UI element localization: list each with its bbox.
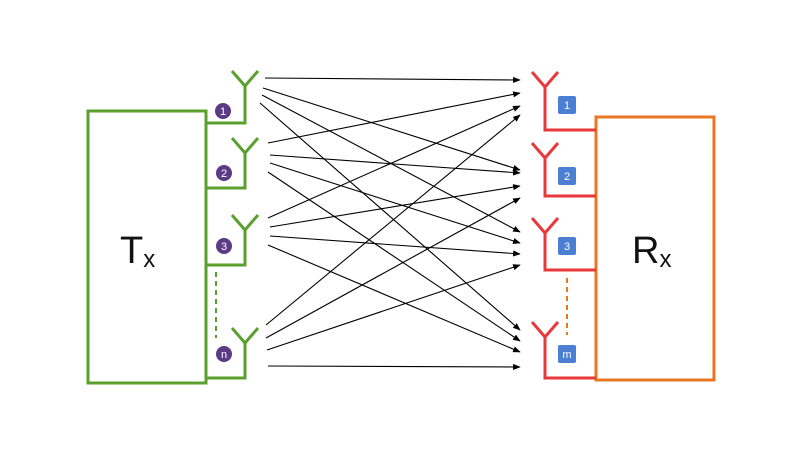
tx-label: Tx [120,230,155,273]
path-tn-r3 [266,264,521,351]
rx-label: Rx [632,230,671,273]
tx-antenna-3: 3 [206,214,260,267]
receiver: Rx [594,115,716,382]
tx-antennas: 1 2 3 n [206,70,260,380]
rx-antenna-3-icon [530,217,596,272]
path-tn-r2 [265,197,521,339]
rx-antenna-m: m [530,321,596,380]
tx-badge-2 [216,165,232,181]
path-tn-r1 [265,114,521,326]
tx-antenna-1: 1 [206,70,260,125]
tx-badge-3-label: 3 [221,241,227,253]
tx-badge-2-label: 2 [221,168,227,180]
path-t3-r1 [267,105,521,219]
path-t1-r1 [264,76,521,84]
tx-badge-1-label: 1 [220,106,226,118]
rx-badge-3 [558,237,576,255]
rx-antenna-m-icon [530,321,596,380]
path-t1-r2 [262,87,521,171]
rx-badge-1 [558,96,576,114]
rx-antenna-2-icon [530,142,596,198]
path-t3-r2 [269,184,521,228]
rx-badge-2-label: 2 [564,171,570,183]
rx-antenna-1-icon [530,71,596,132]
rx-badge-m-label: m [562,349,571,361]
tx-antenna-2: 2 [206,137,260,190]
rx-badge-3-label: 3 [564,241,570,253]
rx-antenna-2: 2 [530,142,596,198]
rx-badge-1-label: 1 [564,100,570,112]
tx-antenna-n: n [206,327,260,380]
rx-antennas: 1 2 3 m [530,71,596,380]
channel-paths [259,76,521,371]
path-t2-r2 [269,154,521,176]
rx-badge-m [558,345,576,363]
tx-antenna-1-icon [206,70,260,125]
tx-antenna-n-icon [206,327,260,380]
path-t2-r3 [269,162,521,244]
rx-badge-2 [558,167,576,185]
rx-antenna-1: 1 [530,71,596,132]
path-t2-r1 [267,91,521,144]
tx-badge-n-label: n [221,349,227,361]
path-t3-r3 [269,235,521,257]
tx-badge-1 [215,103,231,119]
path-tn-rm [267,363,521,371]
transmitter: Tx [86,109,208,385]
tx-antenna-3-icon [206,214,260,267]
path-t1-rm [259,102,521,331]
rx-box [594,115,716,382]
tx-antenna-2-icon [206,137,260,190]
rx-antenna-3: 3 [530,217,596,272]
path-t2-rm [267,171,521,342]
tx-badge-3 [216,238,232,254]
tx-badge-n [216,346,232,362]
tx-box [86,109,208,385]
path-t3-rm [267,244,521,353]
